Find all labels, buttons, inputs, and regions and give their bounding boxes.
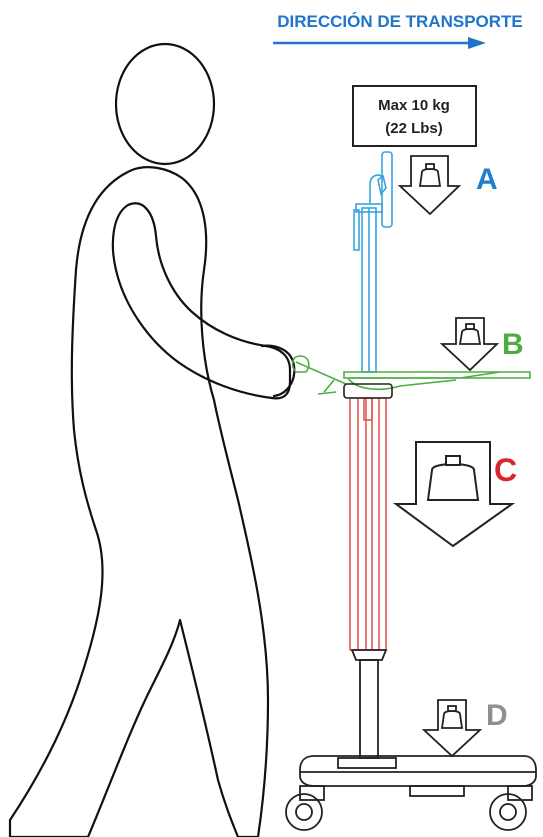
zone-c-letter: C [494, 452, 517, 488]
max-load-box: Max 10 kg (22 Lbs) [352, 85, 477, 147]
direction-label: DIRECCIÓN DE TRANSPORTE [277, 12, 523, 31]
zone-b-load-arrow [439, 317, 500, 372]
zone-a-load-arrow [397, 155, 462, 216]
person-arm [111, 202, 292, 400]
max-load-line1: Max 10 kg [378, 97, 450, 114]
work-surface [291, 355, 531, 395]
person-figure [8, 42, 296, 837]
person-hand [260, 344, 296, 398]
max-load-line2: (22 Lbs) [385, 120, 443, 137]
column-clamp [343, 383, 393, 399]
monitor-mount [353, 151, 393, 373]
zone-d-load-arrow [421, 699, 483, 758]
caster-wheel-left [285, 793, 323, 831]
zone-c-load-arrow [392, 441, 516, 548]
zone-a-letter: A [476, 163, 498, 196]
zone-b-letter: B [502, 328, 524, 361]
caster-wheel-right [489, 793, 527, 831]
cart-base [285, 649, 537, 831]
person-body [8, 166, 270, 837]
person-head [114, 42, 216, 166]
direction-arrow [273, 37, 486, 49]
column [349, 397, 387, 651]
zone-d-letter: D [486, 699, 508, 732]
